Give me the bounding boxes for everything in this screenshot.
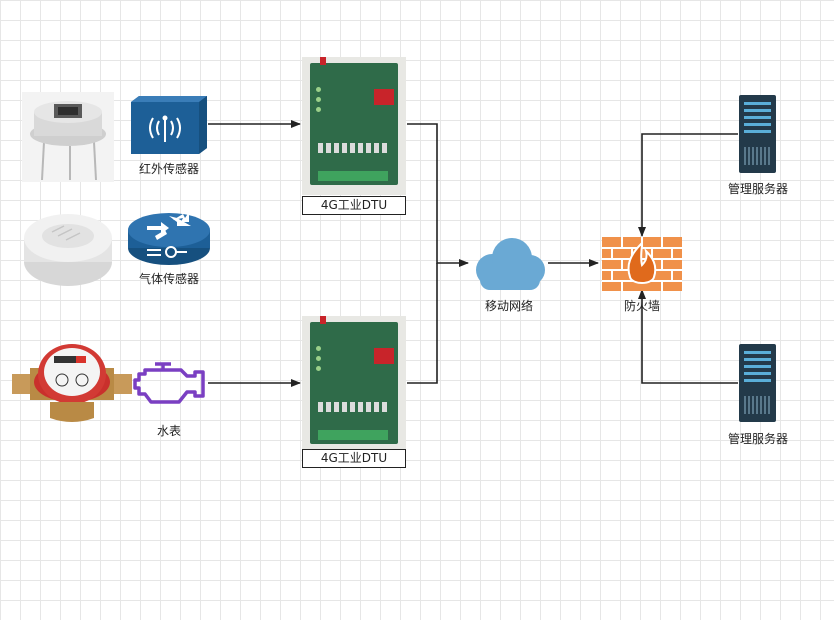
gas-sensor-label: 气体传感器 bbox=[138, 272, 199, 286]
infrared-sensor-label: 红外传感器 bbox=[138, 162, 199, 176]
infrared-sensor-icon[interactable] bbox=[131, 96, 207, 154]
server-top-label: 管理服务器 bbox=[727, 182, 788, 196]
water-meter-icon[interactable] bbox=[133, 360, 205, 406]
server-bottom-label: 管理服务器 bbox=[727, 432, 788, 446]
dtu-top-label: 4G工业DTU bbox=[302, 196, 406, 215]
dtu-top-casing bbox=[310, 63, 398, 185]
firewall-label: 防火墙 bbox=[623, 299, 660, 313]
cloud-icon[interactable] bbox=[470, 236, 548, 292]
edge-server-bottom-to-firewall bbox=[638, 289, 738, 384]
edge-dtu-top-to-network bbox=[407, 123, 469, 267]
network-label: 移动网络 bbox=[484, 299, 533, 313]
edge-dtu-bottom-to-network bbox=[407, 263, 438, 384]
firewall-icon[interactable] bbox=[602, 237, 682, 291]
gas-sensor-photo bbox=[22, 202, 114, 290]
infrared-sensor-photo bbox=[22, 92, 114, 182]
dtu-bottom-device[interactable] bbox=[302, 316, 406, 454]
water-meter-photo bbox=[12, 330, 132, 426]
edge-server-top-to-firewall bbox=[638, 133, 738, 237]
dtu-bottom-label: 4G工业DTU bbox=[302, 449, 406, 468]
server-top-icon[interactable] bbox=[739, 95, 776, 173]
water-meter-label: 水表 bbox=[156, 424, 181, 438]
gas-sensor-icon[interactable] bbox=[127, 210, 211, 266]
dtu-bottom-casing bbox=[310, 322, 398, 444]
server-bottom-icon[interactable] bbox=[739, 344, 776, 422]
dtu-top-device[interactable] bbox=[302, 57, 406, 195]
